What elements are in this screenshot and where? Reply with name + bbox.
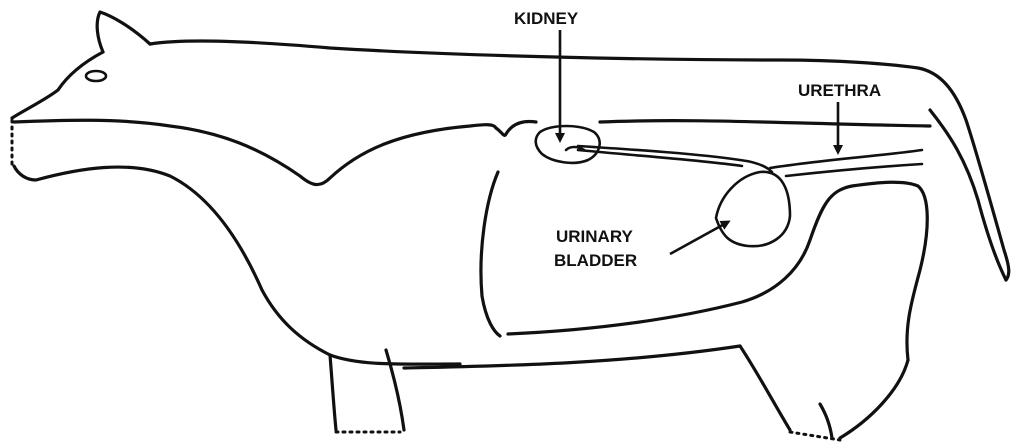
urinary-bladder-shape <box>716 172 790 246</box>
cow-jaw-lower <box>14 166 460 364</box>
cow-eye <box>86 71 106 81</box>
cow-front-leg <box>330 355 336 430</box>
cow-hind-leg-back <box>840 360 908 438</box>
cow-diaphragm <box>481 172 500 336</box>
urethra-label: URETHRA <box>798 81 881 100</box>
kidney-shape <box>536 126 600 163</box>
urethra-tube-lower <box>786 164 922 176</box>
cow-face-top <box>12 52 103 118</box>
kidney-label: KIDNEY <box>514 9 579 28</box>
cow-inner-back <box>600 121 930 126</box>
bladder-arrow <box>670 222 728 254</box>
cow-back-notch <box>496 122 536 136</box>
cow-hind-leg-inner <box>820 404 832 438</box>
cow-ear <box>97 12 150 52</box>
cow-hind-leg-front <box>740 346 790 430</box>
urinary-bladder-label-line2: BLADDER <box>554 251 637 270</box>
cow-tail-inner <box>930 110 1006 280</box>
cow-jaw-upper <box>14 120 496 184</box>
cow-outline <box>12 12 1009 440</box>
cow-front-leg-inner <box>386 350 404 430</box>
urinary-bladder-label-line1: URINARY <box>556 227 633 246</box>
